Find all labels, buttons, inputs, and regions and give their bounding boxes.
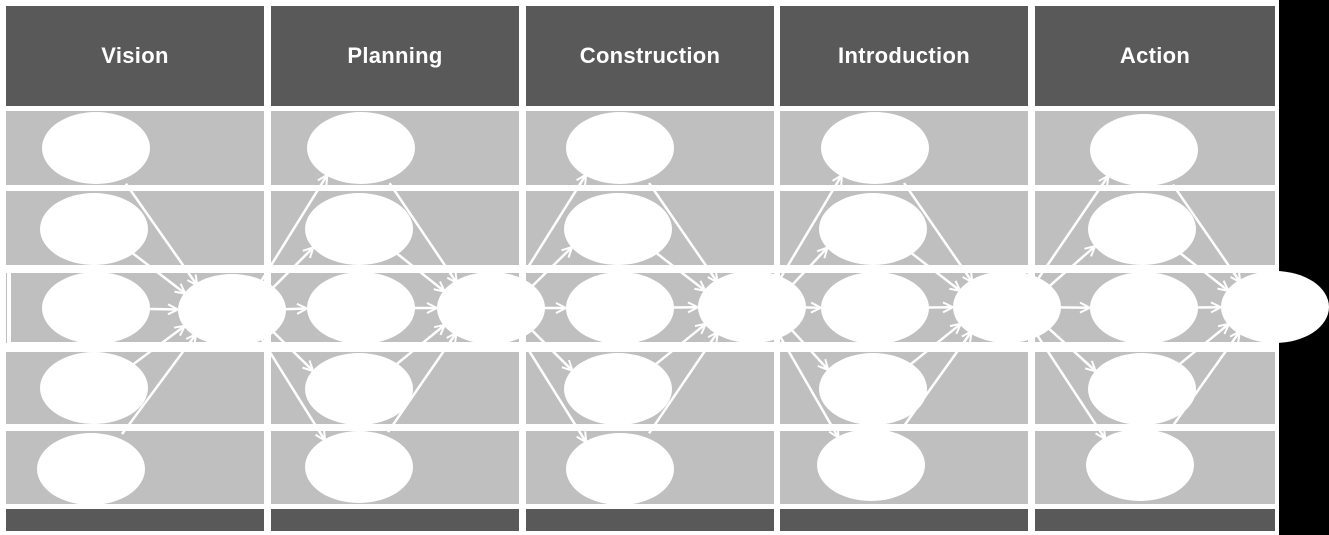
end-node bbox=[1221, 271, 1329, 343]
right-edge bbox=[1279, 0, 1329, 535]
column-header-construction: Construction bbox=[579, 43, 721, 68]
column-footer-bar bbox=[271, 509, 519, 531]
column-header-planning: Planning bbox=[347, 43, 443, 68]
stage-node bbox=[1090, 272, 1198, 344]
stage-node bbox=[819, 193, 927, 265]
stage-node bbox=[819, 353, 927, 425]
column-footer-bar bbox=[6, 509, 264, 531]
flow-arrow bbox=[1040, 320, 1096, 372]
stage-node bbox=[1086, 429, 1194, 501]
flow-arrow bbox=[648, 332, 718, 435]
column-header-bg bbox=[1035, 6, 1275, 106]
stage-node bbox=[305, 353, 413, 425]
stage-node bbox=[817, 429, 925, 501]
column-footer-bar bbox=[780, 509, 1028, 531]
stage-node bbox=[305, 431, 413, 503]
column-header-bg bbox=[780, 6, 1028, 106]
stage-node bbox=[1088, 193, 1196, 265]
flow-arrow bbox=[124, 182, 197, 286]
stage-node bbox=[566, 433, 674, 505]
stage-node bbox=[37, 433, 145, 505]
column-header-introduction: Introduction bbox=[838, 43, 970, 68]
flow-arrow bbox=[1032, 176, 1108, 287]
stage-node bbox=[1090, 114, 1198, 186]
flow-arrow bbox=[899, 331, 972, 431]
flow-arrow bbox=[648, 182, 717, 282]
column-footer-bar bbox=[526, 509, 774, 531]
column-header-bg bbox=[526, 6, 774, 106]
flow-arrow bbox=[1168, 331, 1240, 431]
flow-arrow bbox=[515, 174, 586, 287]
flow-arrow bbox=[123, 326, 185, 372]
flow-arrow bbox=[903, 182, 972, 282]
stage-node bbox=[40, 352, 148, 424]
flow-arrow bbox=[514, 329, 586, 443]
flow-arrow bbox=[1170, 324, 1229, 372]
column-header-vision: Vision bbox=[101, 43, 169, 68]
flow-arrow bbox=[774, 328, 838, 437]
stage-node bbox=[305, 193, 413, 265]
flow-arrow bbox=[1031, 327, 1105, 439]
stage-node bbox=[564, 353, 672, 425]
stage-node bbox=[307, 272, 415, 344]
stage-node bbox=[821, 272, 929, 344]
column-footer-bar bbox=[1035, 509, 1275, 531]
stage-node bbox=[42, 112, 150, 184]
stage-node bbox=[566, 112, 674, 184]
flow-arrow bbox=[901, 324, 960, 372]
flow-arrow bbox=[387, 325, 445, 373]
flow-arrow bbox=[1040, 246, 1096, 294]
flow-arrow bbox=[388, 182, 457, 283]
flow-arrow bbox=[256, 331, 325, 441]
column-header-bg bbox=[6, 6, 264, 106]
stage-node bbox=[821, 112, 929, 184]
flow-arrow bbox=[387, 333, 456, 433]
flow-arrow bbox=[775, 175, 841, 286]
flow-arrow bbox=[264, 247, 314, 296]
flow-arrow bbox=[255, 175, 327, 289]
flow-arrow bbox=[1171, 183, 1241, 283]
flow-arrow bbox=[523, 322, 573, 371]
flow-arrow bbox=[121, 334, 196, 435]
hub-node bbox=[437, 272, 545, 344]
stage-node bbox=[564, 193, 672, 265]
stage-node bbox=[40, 193, 148, 265]
flow-arrow bbox=[646, 324, 705, 372]
hub-node bbox=[178, 274, 286, 346]
flow-arrow bbox=[123, 245, 185, 294]
hub-node bbox=[698, 271, 806, 343]
column-header-action: Action bbox=[1119, 43, 1191, 68]
stage-node bbox=[42, 272, 150, 344]
hub-node bbox=[953, 271, 1061, 343]
stage-node bbox=[307, 112, 415, 184]
stage-node bbox=[1088, 353, 1196, 425]
column-header-bg bbox=[271, 6, 519, 106]
stage-node bbox=[566, 272, 674, 344]
